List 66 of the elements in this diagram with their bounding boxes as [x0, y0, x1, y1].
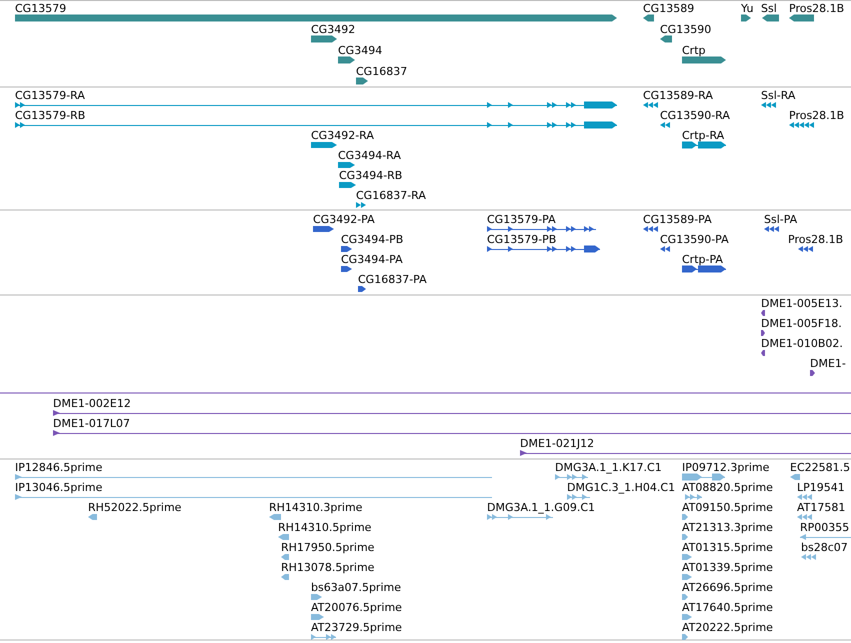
- feature-label: AT20076.5prime: [311, 601, 402, 614]
- feature-label: EC22581.5: [790, 461, 850, 474]
- feature-label: Ssl: [761, 2, 777, 15]
- feature-label: AT01339.5prime: [682, 561, 773, 574]
- feature-label: RH17950.5prime: [281, 541, 374, 554]
- feature-label: bs28c07: [801, 541, 848, 554]
- feature-label: RP00355: [800, 521, 850, 534]
- feature-label: CG3494-RB: [339, 169, 402, 182]
- feature-label: CG3492-PA: [313, 213, 375, 226]
- feature-label: AT26696.5prime: [682, 581, 773, 594]
- feature-label: CG13590-PA: [660, 233, 729, 246]
- feature-label: CG3494-RA: [338, 149, 401, 162]
- feature-label: AT17640.5prime: [682, 601, 773, 614]
- feature-label: Ssl-PA: [764, 213, 798, 226]
- feature-label: CG16837-PA: [358, 273, 427, 286]
- feature-label: CG13590: [660, 23, 712, 36]
- feature-label: CG13579-RA: [15, 89, 85, 102]
- feature-label: DMG3A.1_1.K17.C1: [555, 461, 662, 474]
- feature-label: DME1-010B02.: [761, 337, 843, 350]
- feature-label: CG16837: [356, 65, 408, 78]
- feature-label: DME1-002E12: [53, 397, 131, 410]
- feature-label: IP09712.3prime: [682, 461, 770, 474]
- feature-label: AT21313.3prime: [682, 521, 773, 534]
- feature-label: DME1-005F18.: [761, 317, 842, 330]
- feature-label: CG13579: [15, 2, 66, 15]
- feature-label: CG13579-RB: [15, 109, 86, 122]
- feature-label: CG13579-PA: [487, 213, 556, 226]
- feature-label: AT17581: [797, 501, 846, 514]
- feature-label: CG3494: [338, 44, 382, 57]
- feature-label: CG13579-PB: [487, 233, 556, 246]
- feature-label: CG13589: [643, 2, 694, 15]
- feature-label: DME1-005E13.: [761, 297, 842, 310]
- feature-label: AT08820.5prime: [682, 481, 773, 494]
- feature-label: Crtp-RA: [682, 129, 724, 142]
- feature-label: Crtp: [682, 44, 706, 57]
- feature-label: DME1-017L07: [53, 417, 130, 430]
- feature-label: LP19541: [797, 481, 845, 494]
- feature-label: DMG3A.1_1.G09.C1: [487, 501, 596, 514]
- feature-label: AT09150.5prime: [682, 501, 773, 514]
- feature-label: CG3492-RA: [311, 129, 374, 142]
- feature-label: IP12846.5prime: [15, 461, 102, 474]
- feature-label: DMG1C.3_1.H04.C1: [567, 481, 676, 494]
- feature-label: Crtp-PA: [682, 253, 723, 266]
- feature-label: AT01315.5prime: [682, 541, 773, 554]
- feature-label: CG3492: [311, 23, 356, 36]
- feature-label: DME1-: [810, 357, 846, 370]
- feature-label: CG3494-PB: [341, 233, 404, 246]
- feature-label: DME1-021J12: [520, 437, 594, 450]
- feature-label: IP13046.5prime: [15, 481, 102, 494]
- feature-label: CG13589-PA: [643, 213, 712, 226]
- feature-label: Pros28.1B: [789, 2, 844, 15]
- feature-label: Pros28.1B: [788, 233, 844, 246]
- feature-label: Ssl-RA: [761, 89, 796, 102]
- feature-label: Yu: [741, 2, 754, 15]
- feature-label: RH13078.5prime: [281, 561, 374, 574]
- feature-label: CG3494-PA: [341, 253, 403, 266]
- feature-label: RH14310.5prime: [278, 521, 372, 534]
- feature-label: Pros28.1B: [789, 109, 844, 122]
- feature-label: CG13589-RA: [643, 89, 713, 102]
- feature-label: AT20222.5prime: [682, 621, 773, 634]
- feature-label: bs63a07.5prime: [311, 581, 401, 594]
- feature-label: CG13590-RA: [660, 109, 730, 122]
- feature-label: RH14310.3prime: [269, 501, 362, 514]
- feature-label: CG16837-RA: [356, 189, 426, 202]
- feature-label: AT23729.5prime: [311, 621, 402, 634]
- feature-label: RH52022.5prime: [88, 501, 182, 514]
